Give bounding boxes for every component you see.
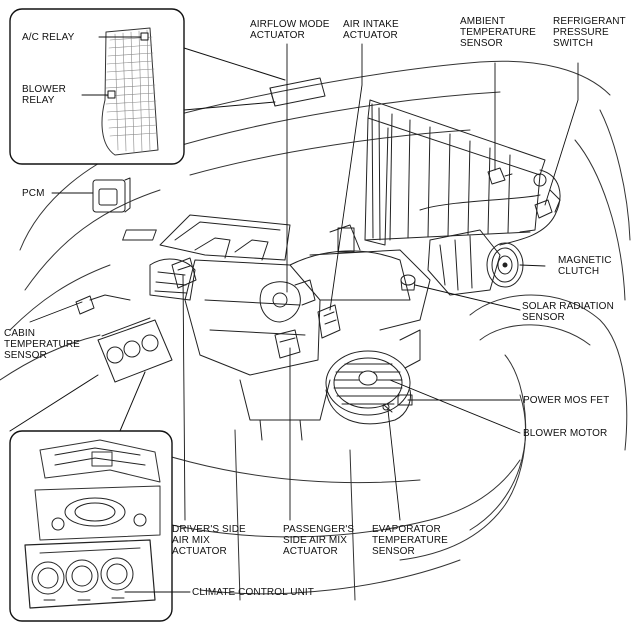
climate-knobs <box>31 557 134 595</box>
pcm-module <box>92 177 131 213</box>
passengers-side-air-mix-actuator-part <box>274 329 301 359</box>
refrigerant-pressure-switch-part <box>534 199 553 219</box>
ambient-temperature-sensor-part <box>487 167 513 185</box>
relay-panel-inset <box>9 8 286 165</box>
blower-motor-part <box>325 329 421 425</box>
label-ac-relay: A/C RELAY <box>22 32 75 43</box>
airflow-mode-actuator-part <box>259 279 316 323</box>
air-intake-actuator-part <box>317 304 341 339</box>
compressor-magnetic-clutch-part <box>427 229 524 296</box>
relay-box <box>269 77 326 107</box>
solar-radiation-sensor-part <box>400 274 416 291</box>
cabin-temperature-sensor-part <box>75 294 131 315</box>
vehicle-body-outline <box>0 60 631 601</box>
drivers-side-air-mix-actuator-part <box>171 257 197 289</box>
climate-control-panel-inset <box>9 371 173 622</box>
leader-lines <box>29 43 579 593</box>
label-blower-motor: BLOWER MOTOR <box>523 428 608 439</box>
label-pcm: PCM <box>22 188 45 199</box>
evaporator-temperature-sensor-part <box>382 403 393 413</box>
condenser-part <box>364 99 561 246</box>
label-power-mos-fet: POWER MOS FET <box>523 395 610 406</box>
climate-control-unit-part <box>97 317 173 383</box>
label-climate-control-unit: CLIMATE CONTROL UNIT <box>192 587 315 598</box>
hvac-unit <box>122 214 431 441</box>
